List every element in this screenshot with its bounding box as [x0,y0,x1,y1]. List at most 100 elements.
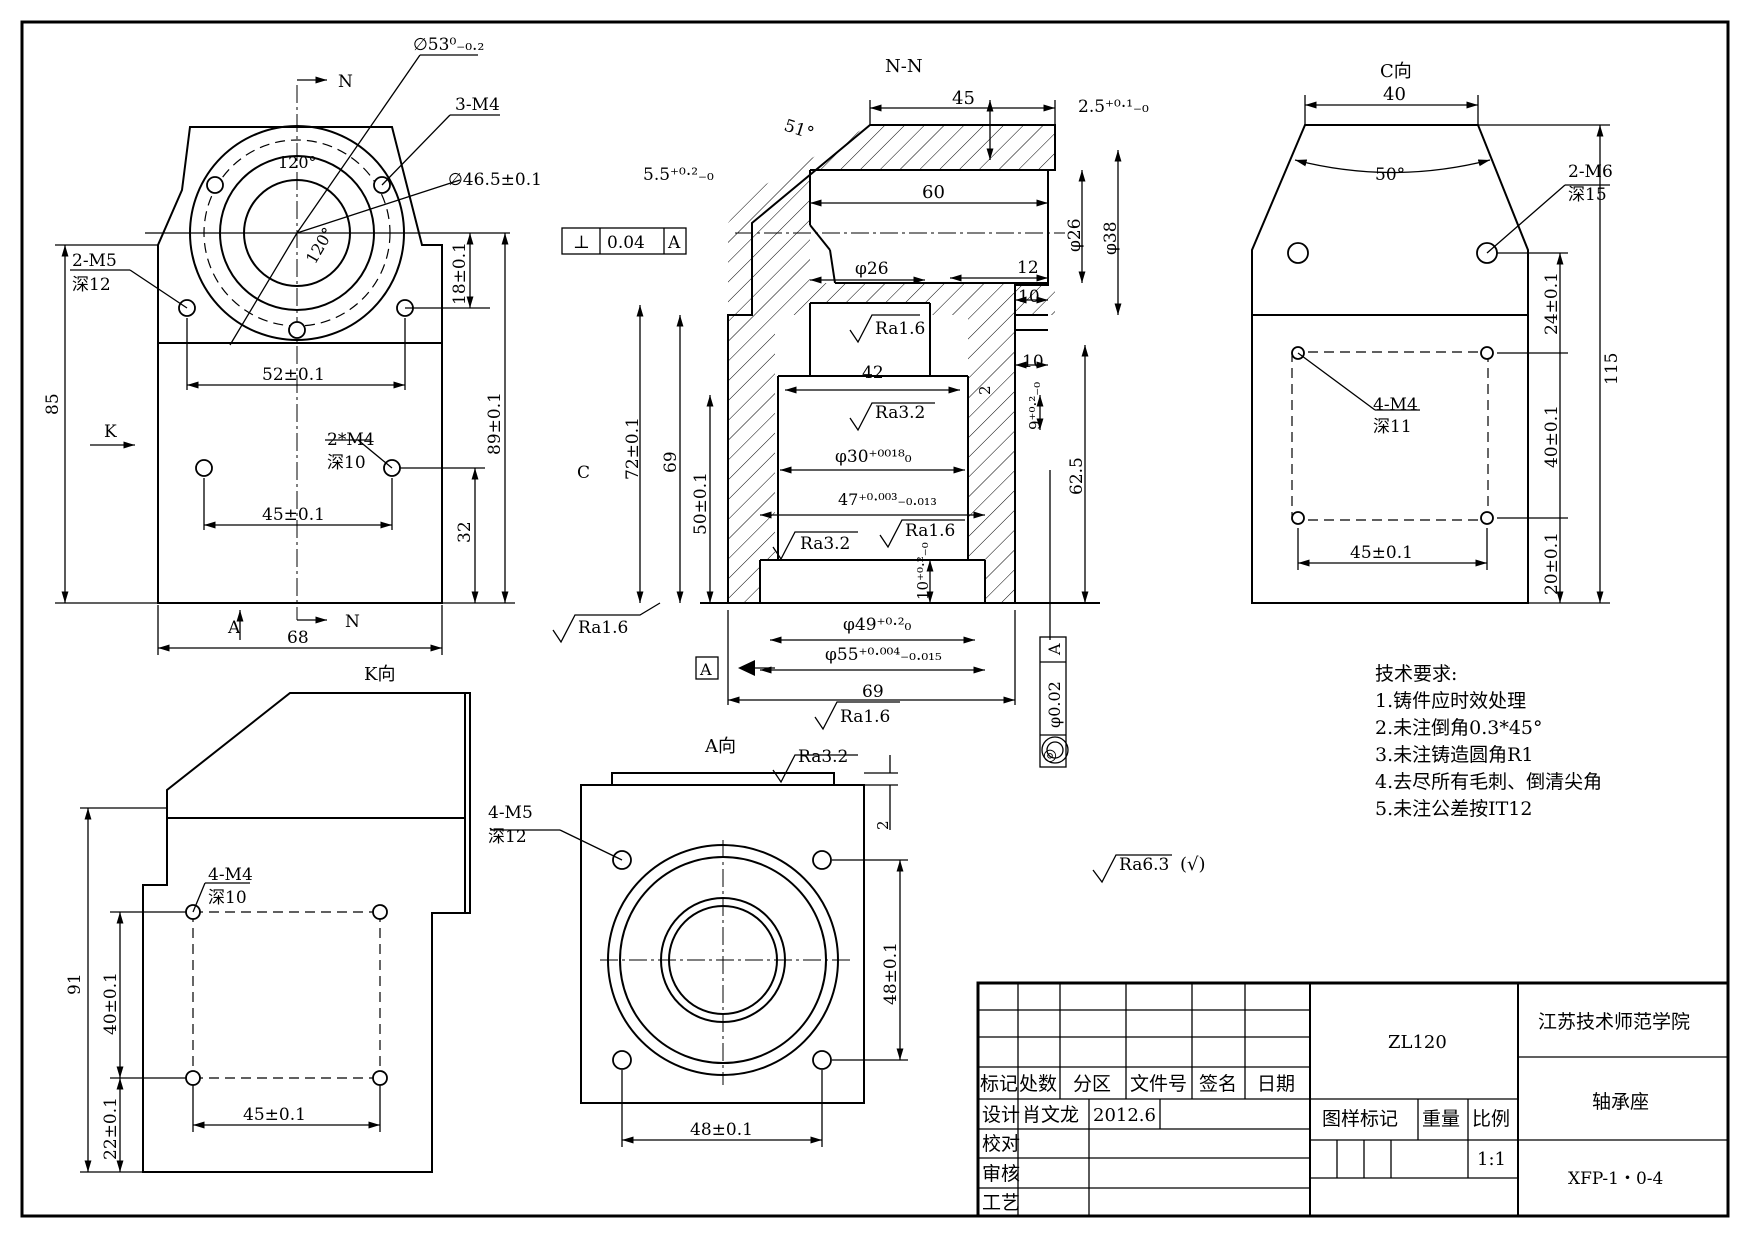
tb-design-date: 2012.6 [1093,1105,1156,1126]
roughness-label: Ra3.2 [875,403,925,423]
c-view-angle-50: 50° [1375,165,1405,185]
tb-drawing-number: XFP-1・0-4 [1568,1169,1663,1189]
front-dim-18: 18±0.1 [450,242,470,305]
c-view-dim-40: 40 [1383,84,1406,105]
front-dim-m4-2-depth: 深10 [327,453,366,473]
front-dim-m4-3: 3-M4 [455,95,500,115]
section-dim-72: 72±0.1 [623,417,643,480]
section-dim-phi26-horizontal: φ26 [855,259,889,279]
front-dim-68: 68 [287,628,309,648]
tb-designer: 肖文龙 [1022,1104,1079,1126]
c-view-dim-20: 20±0.1 [1542,532,1562,595]
k-view: K向 91 4-M4 深10 40±0.1 22±0.1 45±0.1 [65,664,471,1173]
tb-school: 江苏技术师范学院 [1538,1011,1690,1033]
c-view-dim-115: 115 [1602,353,1622,385]
a-view-dim-48-horizontal: 48±0.1 [690,1120,753,1140]
c-view-m4-depth: 深11 [1373,417,1412,437]
section-title: N-N [885,56,923,77]
front-dim-45: 45±0.1 [262,505,325,525]
c-view-dim-40-vertical: 40±0.1 [1542,405,1562,468]
datum-a-box [695,656,719,680]
tb-sample-mark-label: 图样标记 [1322,1108,1398,1130]
k-view-title: K向 [364,664,395,685]
perpendicularity-frame: ⊥ 0.04 A [561,227,687,255]
tech-req-item: 4.去尽所有毛刺、倒清尖角 [1375,771,1602,793]
a-view-title: A向 [704,736,736,757]
tb-header-date: 日期 [1257,1073,1295,1095]
perpendicularity-symbol: ⊥ [573,232,590,253]
front-dim-m5-depth: 深12 [72,275,111,295]
k-view-dim-91: 91 [65,973,85,995]
coaxiality-symbol: ◎ [1043,745,1057,764]
front-dim-d46-5: ∅46.5±0.1 [448,170,542,190]
front-label-n-bottom: N [345,612,360,632]
c-view-dim-45: 45±0.1 [1350,543,1413,563]
roughness-5: Ra1.6 [552,602,661,644]
section-dim-phi49: φ49⁺⁰·²₀ [843,615,912,635]
front-angle-120-a: 120° [278,153,317,172]
section-dim-42: 42 [862,363,884,383]
roughness-label: Ra1.6 [875,319,925,339]
a-view-m5-depth: 深12 [488,827,527,847]
section-dim-69-vertical: 69 [661,451,681,473]
front-dim-89: 89±0.1 [485,392,505,455]
front-angle-120-b: 120° [302,224,338,267]
front-dim-32: 32 [455,521,475,543]
tb-header-zone: 分区 [1073,1073,1111,1095]
tb-header-signature: 签名 [1199,1073,1237,1095]
front-dim-m4-2-label: 2*M4 [327,430,375,450]
roughness-3: Ra1.6 [879,519,965,549]
tech-req-item: 1.铸件应时效处理 [1375,690,1526,712]
section-view: N-N 45 2.5⁺⁰·¹₋₀ 51° 5.5⁺⁰·²₋₀ 60 φ26 φ3… [552,56,1149,768]
roughness-label: Ra1.6 [905,521,955,541]
tech-req-item: 3.未注铸造圆角R1 [1375,744,1534,766]
section-dim-2-5: 2.5⁺⁰·¹₋₀ [1078,97,1149,117]
general-roughness-value: Ra6.3 [1119,855,1169,875]
tech-req-heading: 技术要求: [1375,663,1457,685]
k-view-dim-40: 40±0.1 [101,972,121,1035]
k-view-m4-label: 4-M4 [208,865,253,885]
section-dim-10-a: 10 [1018,287,1040,307]
front-label-a: A [227,618,241,638]
a-view-m5-label: 4-M5 [488,803,533,823]
tb-scale-value: 1:1 [1477,1149,1506,1170]
tb-check-label: 校对 [982,1133,1020,1155]
roughness-6: Ra1.6 [814,701,900,731]
tb-part-name: 轴承座 [1592,1091,1649,1113]
k-view-dim-22: 22±0.1 [101,1097,121,1160]
tb-header-doc-number: 文件号 [1130,1073,1187,1095]
section-dim-45: 45 [952,88,975,109]
section-dim-phi38: φ38 [1101,221,1121,255]
tech-req-item: 5.未注公差按IT12 [1375,798,1532,820]
roughness-label: Ra1.6 [840,707,890,727]
tb-header-count: 处数 [1019,1073,1057,1095]
drawing-frame [20,20,1730,1218]
section-dim-62-5: 62.5 [1067,457,1087,495]
technical-requirements: 技术要求: 1.铸件应时效处理 2.未注倒角0.3*45° 3.未注铸造圆角R1… [1375,663,1602,820]
title-block: 标记 处数 分区 文件号 签名 日期 设计 肖文龙 2012.6 校对 审核 工… [976,981,1730,1218]
front-dim-m5-label: 2-M5 [72,251,117,271]
section-dim-69-horizontal: 69 [862,682,884,702]
section-dim-60: 60 [922,182,945,203]
front-dim-52: 52±0.1 [262,365,325,385]
c-view-m4-label: 4-M4 [1373,395,1418,415]
roughness-1: Ra1.6 [849,314,925,344]
roughness-label: Ra3.2 [800,534,850,554]
perpendicularity-datum: A [667,233,681,253]
front-label-n-top: N [338,72,353,92]
perpendicularity-value: 0.04 [607,233,645,253]
k-view-m4-depth: 深10 [208,888,247,908]
c-view-m6-label: 2-M6 [1568,162,1613,182]
front-dim-d53: ∅53⁰₋₀.₂ [413,35,484,55]
section-angle-51: 51° [781,116,816,144]
front-view: ∅53⁰₋₀.₂ 3-M4 ∅46.5±0.1 120° 120° 2-M5 深… [43,35,542,655]
tech-req-item: 2.未注倒角0.3*45° [1375,717,1543,739]
section-dim-12: 12 [1017,258,1039,278]
roughness-2: Ra3.2 [849,402,935,432]
c-view-m6-depth: 深15 [1568,185,1607,205]
section-dim-47: 47⁺⁰·⁰⁰³₋₀.₀₁₃ [838,490,937,509]
tb-scale-label: 比例 [1472,1108,1510,1130]
section-dim-phi26-vertical: φ26 [1065,218,1085,252]
c-view-title: C向 [1380,61,1412,82]
